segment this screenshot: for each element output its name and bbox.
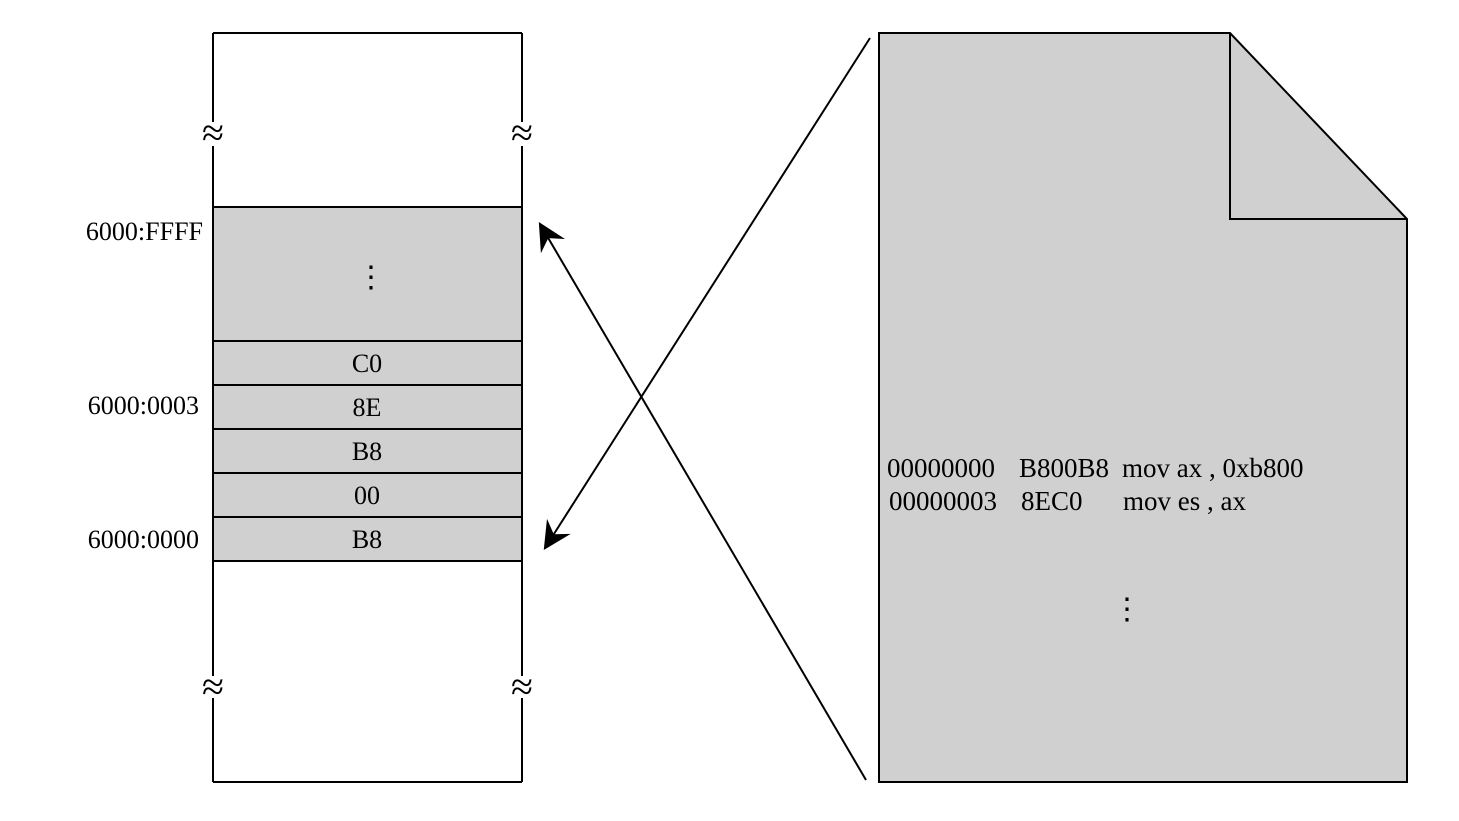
memory-column: ≈ ≈ ≈ ≈ ⋮ C0 8E B8 00 B8 6000:FFFF 6000:…: [86, 32, 533, 783]
break-mark-top-left: ≈: [202, 110, 224, 155]
file-line-2-asm: mov es , ax: [1123, 486, 1246, 516]
mapping-lines: [538, 37, 871, 781]
arrow-to-address-0000: [543, 37, 871, 550]
break-mark-bottom-left: ≈: [202, 664, 224, 709]
address-label-0000: 6000:0000: [88, 525, 199, 554]
file-document: 00000000 B800B8 mov ax , 0xb800 00000003…: [878, 32, 1408, 783]
file-page-shape: [878, 32, 1408, 783]
arrow-to-address-ffff: [538, 221, 867, 781]
file-line-2-hex: 8EC0: [1021, 486, 1083, 516]
byte-cell-c0: C0: [352, 349, 382, 378]
byte-cell-b8-upper: B8: [352, 437, 382, 466]
byte-cell-00: 00: [354, 481, 380, 510]
file-folded-corner: [1229, 33, 1407, 220]
file-line-2-offset: 00000003: [889, 486, 997, 516]
file-line-1-asm: mov ax , 0xb800: [1122, 453, 1304, 483]
file-line-1-offset: 00000000: [887, 453, 995, 483]
address-label-0003: 6000:0003: [88, 391, 199, 420]
byte-cell-b8-lower: B8: [352, 525, 382, 554]
address-label-ffff: 6000:FFFF: [86, 217, 203, 246]
break-mark-top-right: ≈: [511, 110, 533, 155]
file-ellipsis: ⋮: [1112, 593, 1142, 626]
memory-ellipsis: ⋮: [356, 261, 386, 294]
break-mark-bottom-right: ≈: [511, 664, 533, 709]
file-line-1-hex: B800B8: [1019, 453, 1109, 483]
byte-cell-8e: 8E: [353, 393, 382, 422]
